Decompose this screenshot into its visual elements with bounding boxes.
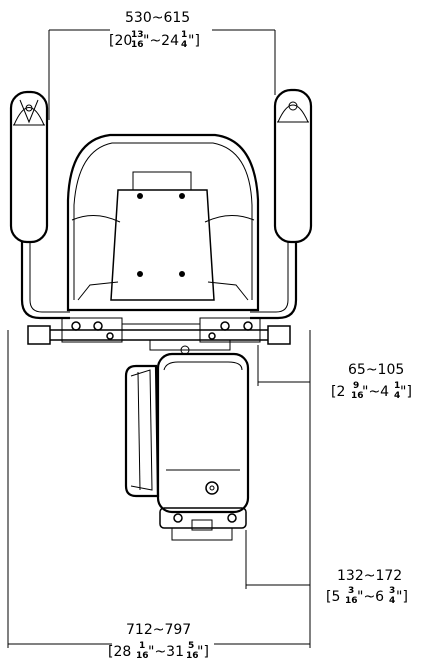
base-foot bbox=[171, 527, 233, 541]
backrest-center-panel bbox=[110, 189, 215, 301]
adjustment-knob-center bbox=[209, 485, 215, 491]
left-mechanism-box bbox=[61, 317, 123, 343]
top-width-dimension: 530~615 [20 13 16 "~24 1 4 "] bbox=[48, 10, 276, 120]
top-frac2-num: 1 bbox=[181, 30, 187, 40]
mech-bolt-2 bbox=[93, 321, 103, 331]
backrest-inner-outline bbox=[73, 142, 253, 300]
housing-top-detail bbox=[163, 361, 243, 371]
lower-offset-dimension: 132~172 [5 3 16 "~6 3 4 "] bbox=[245, 530, 408, 606]
overall-frac1-num: 1 bbox=[139, 641, 145, 651]
backrest bbox=[66, 133, 260, 312]
backrest-bolt-3 bbox=[137, 271, 143, 277]
left-armrest-hinge bbox=[19, 99, 39, 124]
side-frac1-num: 9 bbox=[353, 381, 359, 391]
left-armrest-bracket bbox=[20, 242, 70, 320]
lower-frac1-den: 16 bbox=[345, 596, 358, 606]
mech-bolt-3 bbox=[220, 321, 230, 331]
left-armrest-pivot bbox=[25, 104, 33, 112]
backrest-bolt-2 bbox=[179, 193, 185, 199]
lower-offset-metric: 132~172 bbox=[337, 568, 402, 584]
top-frac2-den: 4 bbox=[181, 40, 187, 50]
backrest-left-cushion bbox=[77, 281, 119, 301]
overall-width-dimension: 712~797 [28 1 16 "~31 5 16 "] bbox=[7, 330, 311, 660]
seat-base-mechanism bbox=[27, 317, 291, 355]
lower-frac2-den: 4 bbox=[389, 596, 395, 606]
lower-offset-imperial-close: "] bbox=[396, 589, 408, 605]
side-bellows bbox=[124, 364, 160, 498]
mech-bolt-1 bbox=[71, 321, 81, 331]
mech-bolt-6 bbox=[208, 332, 216, 340]
base-bolt-right bbox=[227, 513, 237, 523]
lower-frac1-num: 3 bbox=[348, 586, 354, 596]
top-frac1-den: 16 bbox=[131, 40, 144, 50]
overall-width-imperial-mid: "~31 bbox=[148, 644, 184, 660]
right-armrest-bracket bbox=[250, 242, 298, 320]
top-width-imperial-mid: "~24 bbox=[143, 33, 179, 49]
backrest-bolt-4 bbox=[179, 271, 185, 277]
left-armrest-top-curve bbox=[13, 107, 45, 126]
right-armrest-pad bbox=[273, 88, 313, 244]
base-bolt-left bbox=[173, 513, 183, 523]
left-armrest-pad bbox=[9, 90, 49, 244]
overall-width-imperial: [28 bbox=[108, 644, 131, 660]
backrest-left-bolster bbox=[71, 215, 121, 223]
bellows-outline bbox=[124, 364, 160, 498]
mech-lower-plate bbox=[149, 339, 231, 351]
backrest-right-bolster bbox=[204, 215, 255, 223]
overall-frac1-den: 16 bbox=[136, 651, 149, 660]
left-armrest-bracket-inner bbox=[29, 242, 70, 313]
overall-width-metric: 712~797 bbox=[126, 622, 191, 638]
side-frac1-den: 16 bbox=[351, 391, 364, 401]
right-armrest-bracket-inner bbox=[250, 242, 289, 313]
bellows-fold bbox=[137, 371, 141, 491]
top-frac1-num: 13 bbox=[131, 30, 144, 40]
side-offset-imperial: [2 bbox=[331, 384, 345, 400]
side-offset-imperial-mid: "~4 bbox=[362, 384, 389, 400]
mech-bolt-4 bbox=[243, 321, 253, 331]
headrest-tab bbox=[132, 171, 192, 191]
backrest-outline bbox=[66, 133, 260, 312]
overall-frac2-den: 16 bbox=[186, 651, 199, 660]
top-width-imperial-close: "] bbox=[188, 33, 200, 49]
bellows-inner bbox=[130, 369, 153, 491]
overall-frac2-num: 5 bbox=[188, 641, 194, 651]
lower-offset-imperial: [5 bbox=[326, 589, 340, 605]
base-center-plate bbox=[191, 519, 213, 531]
suspension-body bbox=[156, 352, 250, 541]
side-frac2-num: 1 bbox=[394, 381, 400, 391]
right-armrest-top-curve bbox=[277, 104, 309, 123]
right-armrest bbox=[250, 88, 313, 320]
overall-width-imperial-close: "] bbox=[197, 644, 209, 660]
backrest-right-cushion bbox=[207, 281, 249, 301]
lower-frac2-num: 3 bbox=[389, 586, 395, 596]
side-frac2-den: 4 bbox=[394, 391, 400, 401]
lower-offset-imperial-mid: "~6 bbox=[357, 589, 384, 605]
side-offset-dimension: 65~105 [2 9 16 "~4 1 4 "] bbox=[257, 345, 412, 401]
top-width-metric: 530~615 bbox=[125, 10, 190, 26]
adjustment-knob bbox=[205, 481, 219, 495]
right-armrest-pivot bbox=[288, 101, 298, 111]
left-armrest bbox=[9, 90, 70, 320]
side-offset-metric: 65~105 bbox=[348, 362, 404, 378]
top-width-imperial: [20 bbox=[109, 33, 132, 49]
left-base-bracket bbox=[27, 325, 51, 345]
suspension-housing bbox=[156, 352, 250, 514]
backrest-bolt-1 bbox=[137, 193, 143, 199]
mech-bolt-5 bbox=[106, 332, 114, 340]
side-offset-imperial-close: "] bbox=[400, 384, 412, 400]
right-base-bracket bbox=[267, 325, 291, 345]
